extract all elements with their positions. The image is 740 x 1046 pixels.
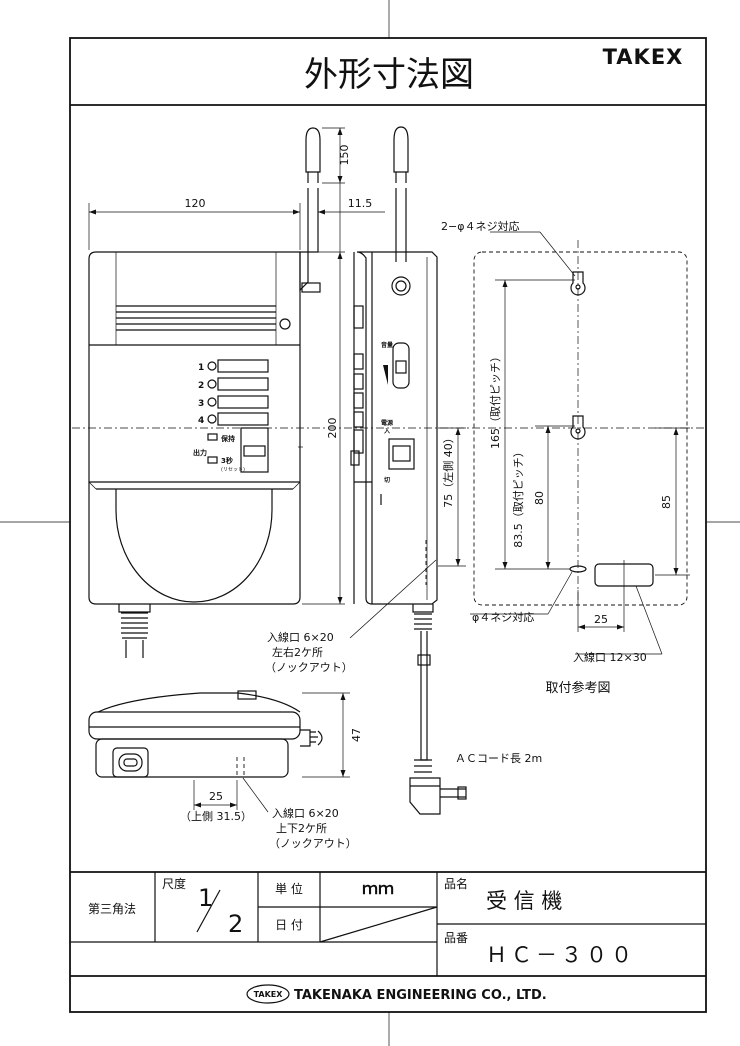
bottom-inlet-label-1: 入線口 6×20: [272, 806, 339, 820]
channel-1-label: 1: [198, 363, 204, 373]
scale-denominator: 2: [228, 910, 243, 938]
scale-label: 尺度: [162, 876, 186, 891]
scale-numerator: 1: [198, 884, 213, 912]
brand-logo: TAKEX: [603, 45, 684, 69]
hold-label: 保持: [220, 434, 235, 443]
inlet-right-label: 入線口 12×30: [573, 650, 647, 664]
volume-label: 音量: [381, 341, 393, 349]
dimension-25-bottom: 25: [209, 790, 223, 803]
dimension-165: 165（取付ピッチ）: [489, 351, 502, 449]
title-block: [70, 871, 706, 977]
company-name: TAKENAKA ENGINEERING CO., LTD.: [294, 988, 547, 1003]
mount-reference-label: 取付参考図: [545, 680, 610, 696]
dimension-25-right: 25: [594, 613, 608, 626]
output-label: 出力: [193, 448, 207, 457]
date-label: 日 付: [275, 918, 303, 932]
bottom-inlet-label-3: （ノックアウト）: [269, 837, 357, 850]
upper-side-label: （上側 31.5）: [180, 810, 252, 823]
company-logo-text: TAKEX: [254, 990, 284, 999]
dimension-11-5: 11.5: [348, 197, 373, 210]
dimension-47: 47: [350, 728, 363, 742]
bottom-inlet-label-2: 上下2ケ所: [276, 822, 327, 835]
bottom-view: [88, 690, 323, 778]
mounting-reference: [470, 231, 690, 655]
three-sec-sub-label: (リセット): [221, 467, 245, 473]
dimension-150: 150: [338, 145, 351, 166]
frame: [69, 37, 707, 1013]
name-label: 品名: [444, 876, 468, 891]
projection-label: 第三角法: [88, 902, 136, 916]
dimension-75: 75（左側 40）: [442, 432, 455, 508]
screw-top-label: 2−φ４ネジ対応: [441, 219, 519, 233]
power-off-label: 切: [384, 477, 390, 484]
power-on-label: 入: [383, 428, 390, 435]
company-logo-mark: [246, 984, 290, 1004]
side-inlet-label-3: （ノックアウト）: [265, 661, 353, 674]
name-value: 受 信 機: [486, 889, 562, 913]
model-label: 品番: [444, 931, 468, 945]
dimension-83-5: 83.5（取付ピッチ）: [512, 446, 525, 548]
dimension-80: 80: [533, 491, 546, 505]
unit-label: 単 位: [275, 881, 303, 896]
drawing-title: 外形寸法図: [304, 55, 474, 95]
side-inlet-label-1: 入線口 6×20: [267, 630, 334, 644]
front-view: 1 2 3 4 保持 出力 3秒 (リセット): [88, 127, 321, 658]
front-view-dimensions: [88, 127, 385, 605]
unit-value: ｍｍ: [362, 879, 394, 898]
channel-3-label: 3: [198, 399, 204, 409]
dimension-120: 120: [185, 197, 206, 210]
dimension-85: 85: [660, 495, 673, 509]
indicator-rows: [207, 359, 269, 426]
side-view-dimensions: [349, 427, 466, 639]
company-footer: TAKEX TAKENAKA ENGINEERING CO., LTD.: [246, 984, 547, 1004]
channel-4-label: 4: [198, 416, 204, 426]
power-label: 電源: [381, 419, 393, 427]
bottom-view-dimensions: [193, 692, 350, 813]
three-sec-label: 3秒: [221, 456, 233, 465]
channel-2-label: 2: [198, 381, 204, 391]
ac-cord-label: ＡＣコード長 2m: [455, 752, 542, 765]
screw-bottom-label: φ４ネジ対応: [472, 610, 534, 624]
side-inlet-label-2: 左右2ケ所: [272, 645, 323, 659]
model-value: ＨＣ－３００: [486, 943, 636, 967]
